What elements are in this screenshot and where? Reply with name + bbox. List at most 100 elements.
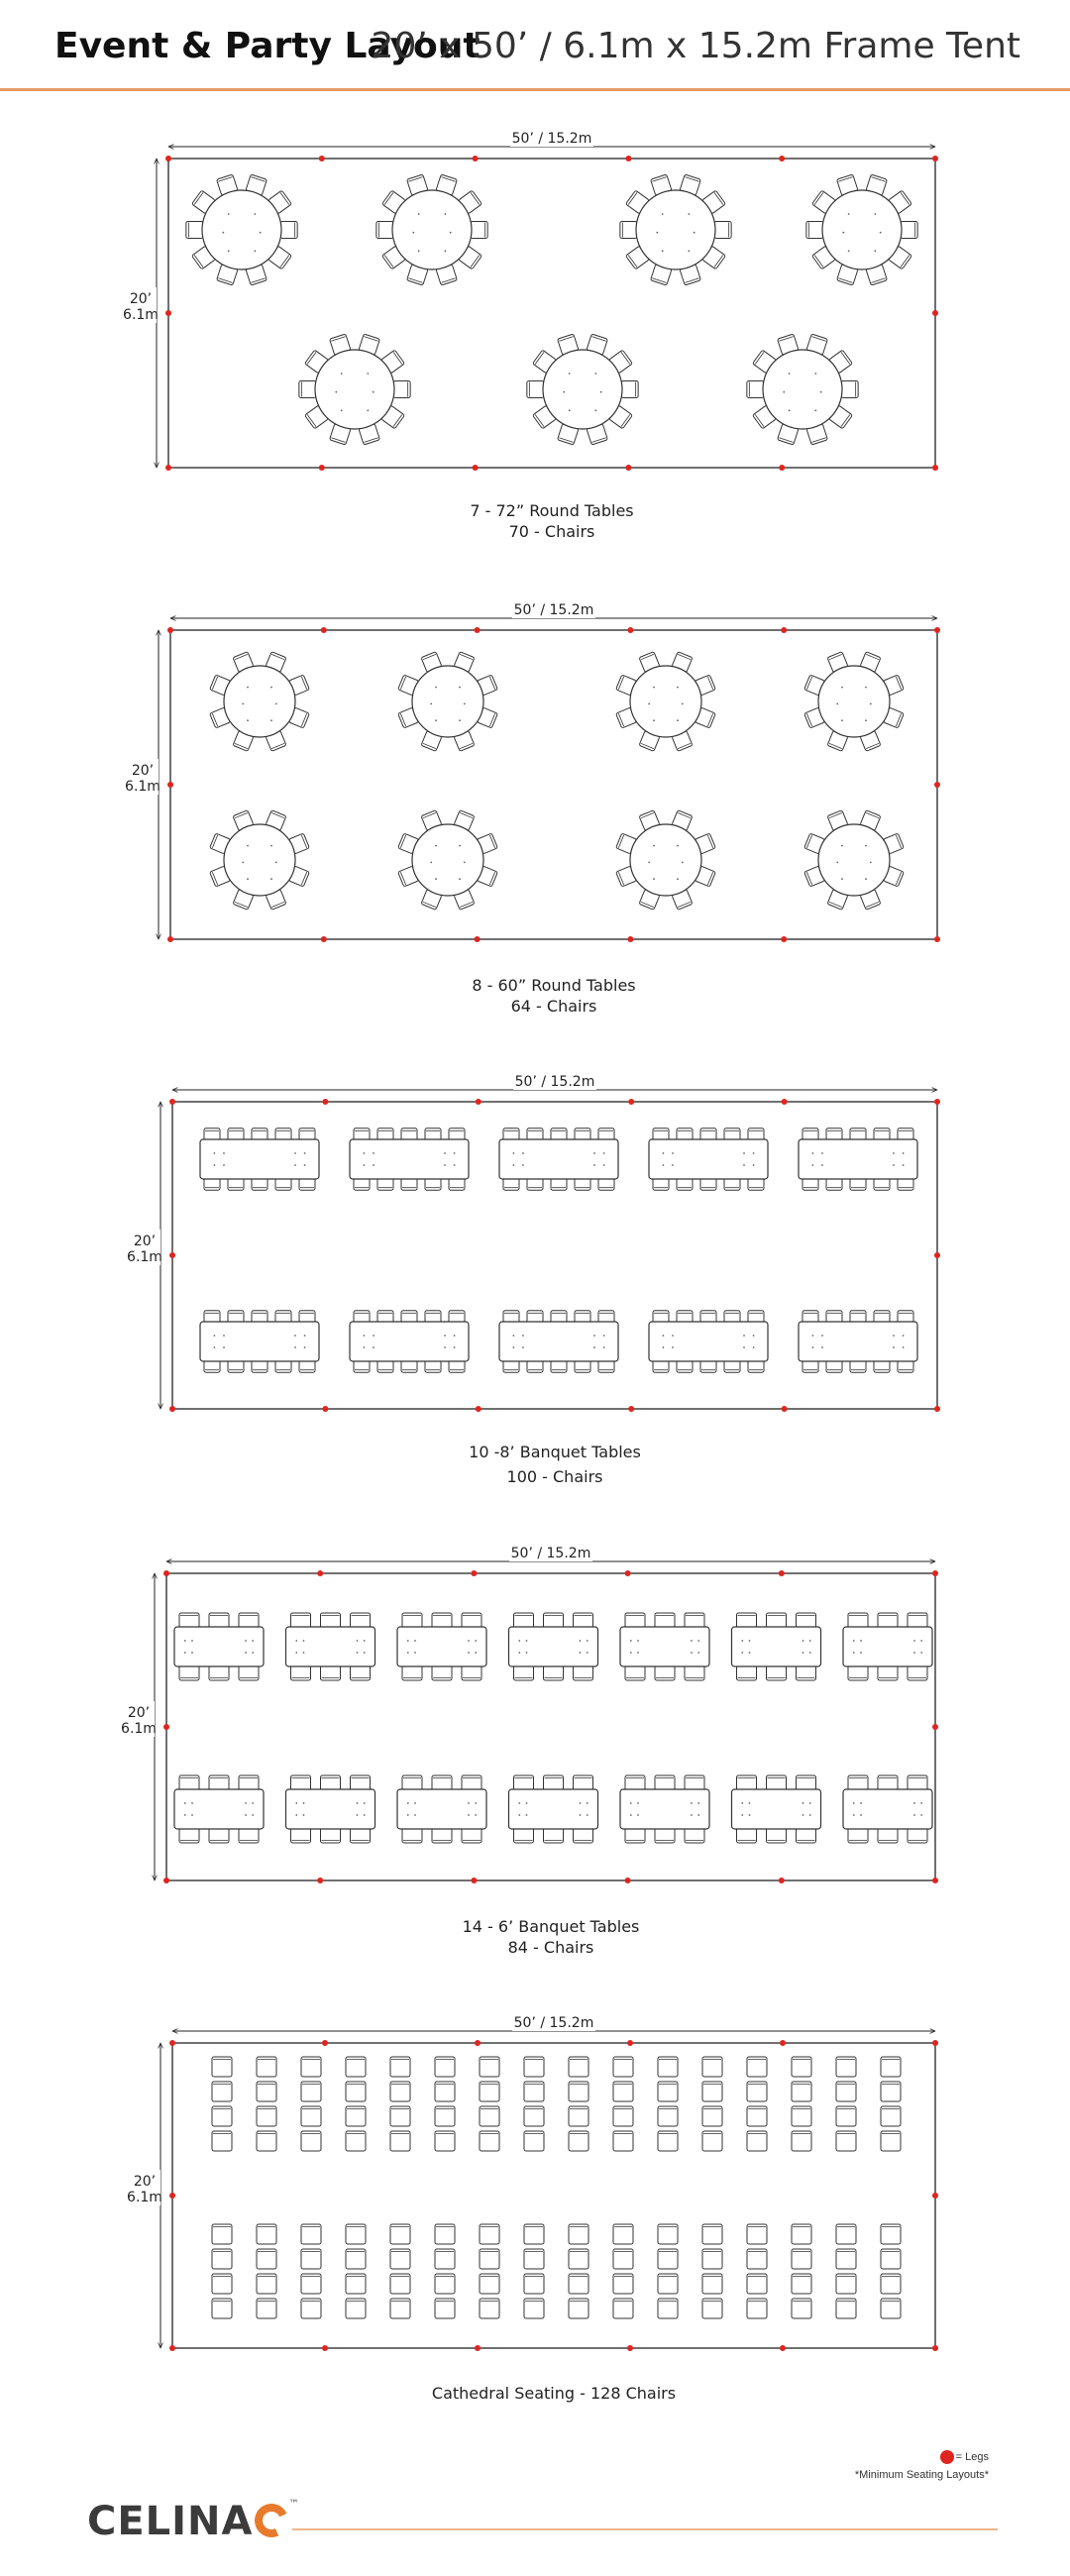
round-table: [411, 823, 484, 897]
chair-seat: [345, 2298, 367, 2319]
chair-seat: [612, 2081, 634, 2102]
table-setting: [183, 1652, 186, 1654]
table-setting: [602, 1164, 605, 1166]
chair-back: [617, 834, 625, 848]
table-setting: [811, 1152, 814, 1154]
table-setting: [247, 719, 249, 722]
table-setting: [688, 213, 691, 215]
chair: [523, 2223, 545, 2245]
table-setting: [475, 1652, 478, 1654]
chair-back: [441, 277, 456, 283]
chair-back: [460, 811, 474, 819]
chair-seat: [300, 2130, 322, 2152]
tent-leg: [320, 627, 327, 633]
chair-seat: [701, 2130, 723, 2152]
table-setting: [697, 1802, 700, 1804]
chair-seat: [523, 2223, 545, 2245]
chair-seat: [746, 2223, 768, 2245]
chair-back: [871, 176, 886, 182]
chair-back: [422, 901, 436, 909]
table-setting: [475, 1814, 478, 1816]
tent-leg: [781, 1099, 788, 1105]
chair: [680, 173, 701, 196]
depth-dimension-m: 6.1m: [127, 2190, 162, 2205]
table-setting: [444, 213, 447, 215]
chair: [523, 2248, 545, 2270]
chair: [256, 2223, 277, 2245]
table-setting: [294, 1346, 296, 1348]
width-dimension-label: 50’ / 15.2m: [515, 1074, 595, 1090]
chair: [835, 2298, 857, 2319]
chair: [791, 2273, 812, 2295]
chair-back: [193, 255, 204, 268]
table-setting: [525, 1802, 528, 1804]
banquet-table: [730, 1626, 822, 1667]
layout-caption-tables: 10 -8’ Banquet Tables: [469, 1443, 641, 1461]
table-setting: [841, 878, 843, 881]
chair-seat: [880, 2273, 902, 2295]
chair: [389, 2248, 411, 2270]
table-setting: [681, 861, 684, 864]
table-setting: [629, 1802, 632, 1804]
table-setting: [602, 1346, 605, 1348]
tent-leg: [318, 156, 325, 161]
chair-seat: [746, 2081, 768, 2102]
chair: [746, 2223, 768, 2245]
chair-seat: [791, 2298, 812, 2319]
chair-seat: [880, 2081, 902, 2102]
chair: [389, 2130, 411, 2152]
width-dimension-label: 50’ / 15.2m: [512, 131, 592, 147]
chair-seat: [523, 2130, 545, 2152]
table-setting: [568, 373, 571, 375]
chair: [300, 2081, 322, 2102]
tent-leg: [169, 1099, 175, 1105]
label-backdrop: [125, 759, 159, 795]
table-setting: [579, 1652, 582, 1654]
layout-caption-chairs: 100 - Chairs: [507, 1467, 603, 1486]
chair-back: [805, 676, 813, 690]
chair: [880, 2248, 902, 2270]
chair-seat: [345, 2105, 367, 2127]
table-setting: [836, 702, 839, 705]
table-setting: [270, 719, 272, 722]
layout-caption-tables: Cathedral Seating - 128 Chairs: [432, 2384, 676, 2403]
round-table: [629, 665, 702, 738]
chair-back: [866, 901, 880, 909]
table-setting: [913, 1652, 915, 1654]
chair-back: [895, 713, 903, 727]
chair: [434, 2056, 456, 2078]
table-setting: [518, 1640, 521, 1642]
chair-back: [234, 901, 248, 909]
table-setting: [213, 1335, 216, 1337]
table-setting: [802, 1640, 804, 1642]
chair-seat: [746, 2248, 768, 2270]
chair: [389, 2273, 411, 2295]
table-setting: [653, 686, 655, 689]
tent-leg: [780, 2040, 786, 2046]
tent-leg: [471, 1878, 478, 1883]
chair-back: [838, 277, 853, 283]
chair: [233, 651, 254, 673]
chair-back: [534, 414, 545, 427]
table-setting: [303, 1346, 306, 1348]
chair-back: [811, 336, 826, 342]
chair-seat: [791, 2056, 812, 2078]
table-setting: [363, 1652, 366, 1654]
tables-group: [199, 1127, 918, 1373]
table-setting: [295, 1814, 298, 1816]
banquet-table: [284, 1788, 376, 1830]
chair-seat: [479, 2298, 500, 2319]
table-setting: [183, 1802, 186, 1804]
label-backdrop: [510, 129, 593, 147]
chair-seat: [835, 2298, 857, 2319]
table-setting: [594, 373, 597, 375]
tent-outline: [171, 2042, 936, 2349]
chair-back: [470, 255, 481, 268]
chair-seat: [835, 2223, 857, 2245]
chair-seat: [835, 2130, 857, 2152]
round-table: [817, 665, 891, 738]
chair-back: [559, 437, 574, 443]
chair: [612, 2248, 634, 2270]
table-setting: [586, 1640, 588, 1642]
chair-back: [488, 713, 496, 727]
